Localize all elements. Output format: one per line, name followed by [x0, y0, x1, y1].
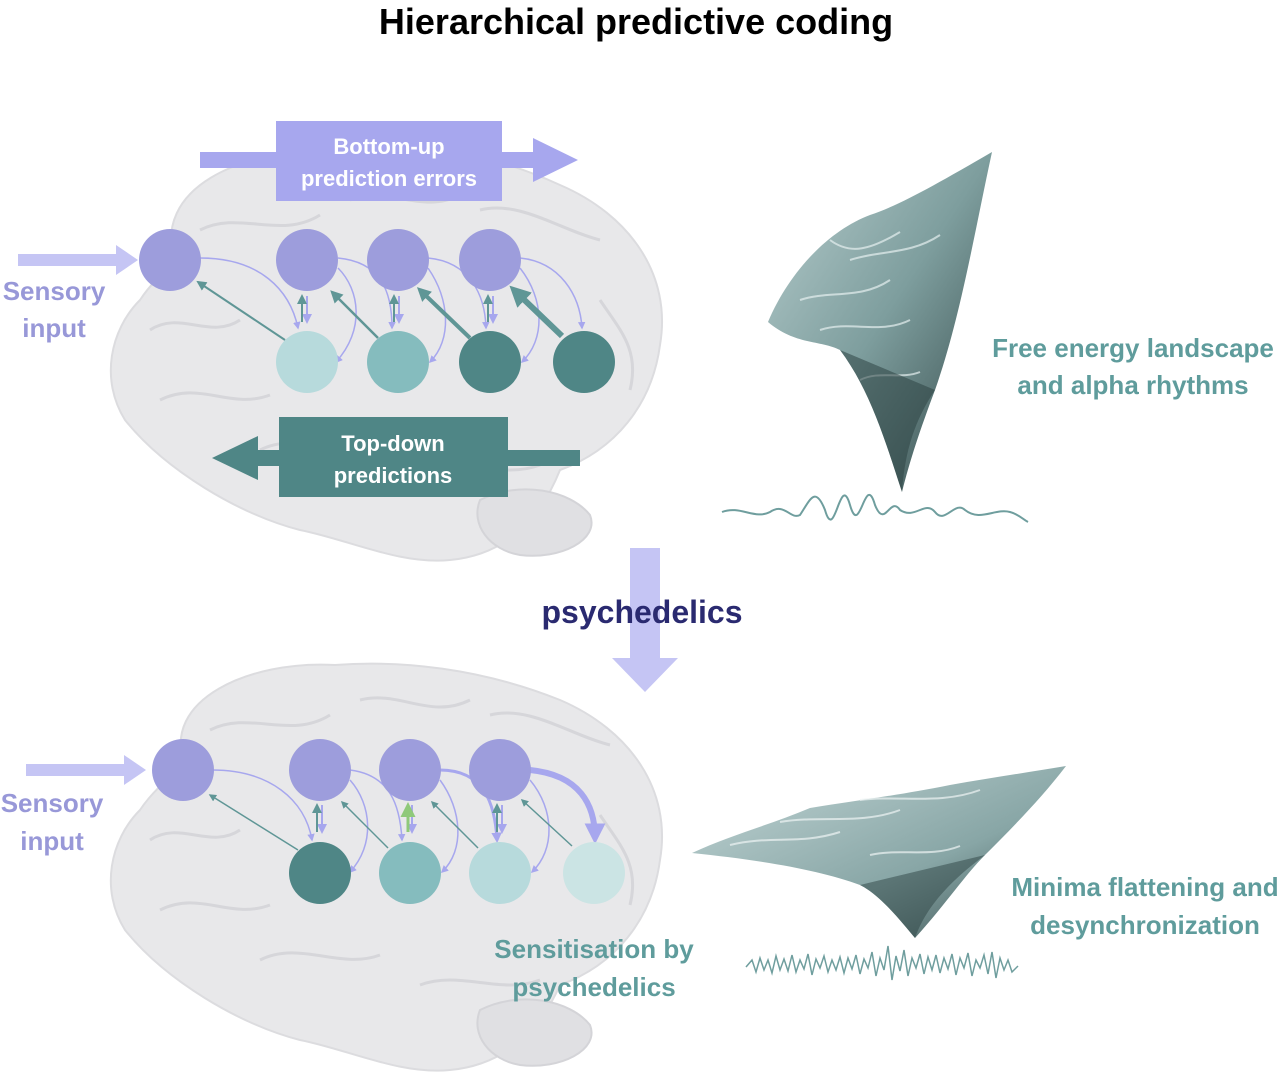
top-sensory-input: Sensory input [3, 245, 138, 343]
bottom-desynchronized-wave [745, 945, 1019, 981]
bottom-node-prediction-1 [289, 842, 351, 904]
bottom-node-prediction-3 [469, 842, 531, 904]
bottom-up-label-line1: Bottom-up [333, 134, 444, 159]
bottom-sensory-label-line2: input [20, 826, 84, 856]
psychedelics-label: psychedelics [542, 594, 743, 630]
figure-title: Hierarchical predictive coding [379, 1, 893, 42]
bottom-node-prediction-2 [379, 842, 441, 904]
psychedelics-arrow [612, 548, 678, 692]
top-node-prediction-2 [367, 331, 429, 393]
sensitisation-label-line1: Sensitisation by [494, 934, 694, 964]
top-alpha-rhythm-wave [721, 494, 1029, 523]
top-down-box [279, 417, 508, 497]
top-node-error-3 [367, 229, 429, 291]
top-network-connections [196, 257, 586, 364]
top-sensory-label-line2: input [22, 313, 86, 343]
bottom-node-error-4 [469, 739, 531, 801]
bottom-sensory-input: Sensory input [1, 755, 146, 856]
top-node-prediction-1 [276, 331, 338, 393]
top-landscape-label-line1: Free energy landscape [992, 333, 1274, 363]
bottom-sensory-label-line1: Sensory [1, 788, 104, 818]
bottom-landscape-label-line2: desynchronization [1030, 910, 1260, 940]
bottom-up-label-line2: prediction errors [301, 166, 477, 191]
bottom-node-prediction-4 [563, 842, 625, 904]
top-sensory-label-line1: Sensory [3, 276, 106, 306]
top-node-error-1 [139, 229, 201, 291]
bottom-up-box [276, 121, 502, 201]
bottom-node-error-2 [289, 739, 351, 801]
top-node-prediction-3 [459, 331, 521, 393]
bottom-landscape-label-line1: Minima flattening and [1011, 872, 1278, 902]
top-network-nodes [139, 229, 615, 393]
bottom-node-error-1 [152, 739, 214, 801]
bottom-node-error-3 [379, 739, 441, 801]
bottom-network-nodes [152, 739, 625, 904]
top-down-arrow: Top-down predictions [212, 417, 580, 497]
top-node-error-4 [459, 229, 521, 291]
top-down-label-line2: predictions [334, 463, 453, 488]
top-down-label-line1: Top-down [341, 431, 444, 456]
top-node-error-2 [276, 229, 338, 291]
bottom-network-connections [208, 767, 606, 874]
sensitisation-label-line2: psychedelics [512, 972, 675, 1002]
top-landscape-label-line2: and alpha rhythms [1017, 370, 1248, 400]
bottom-up-arrow: Bottom-up prediction errors [200, 121, 578, 201]
top-node-prediction-4 [553, 331, 615, 393]
top-energy-landscape [768, 152, 992, 492]
bottom-energy-landscape [692, 766, 1066, 938]
